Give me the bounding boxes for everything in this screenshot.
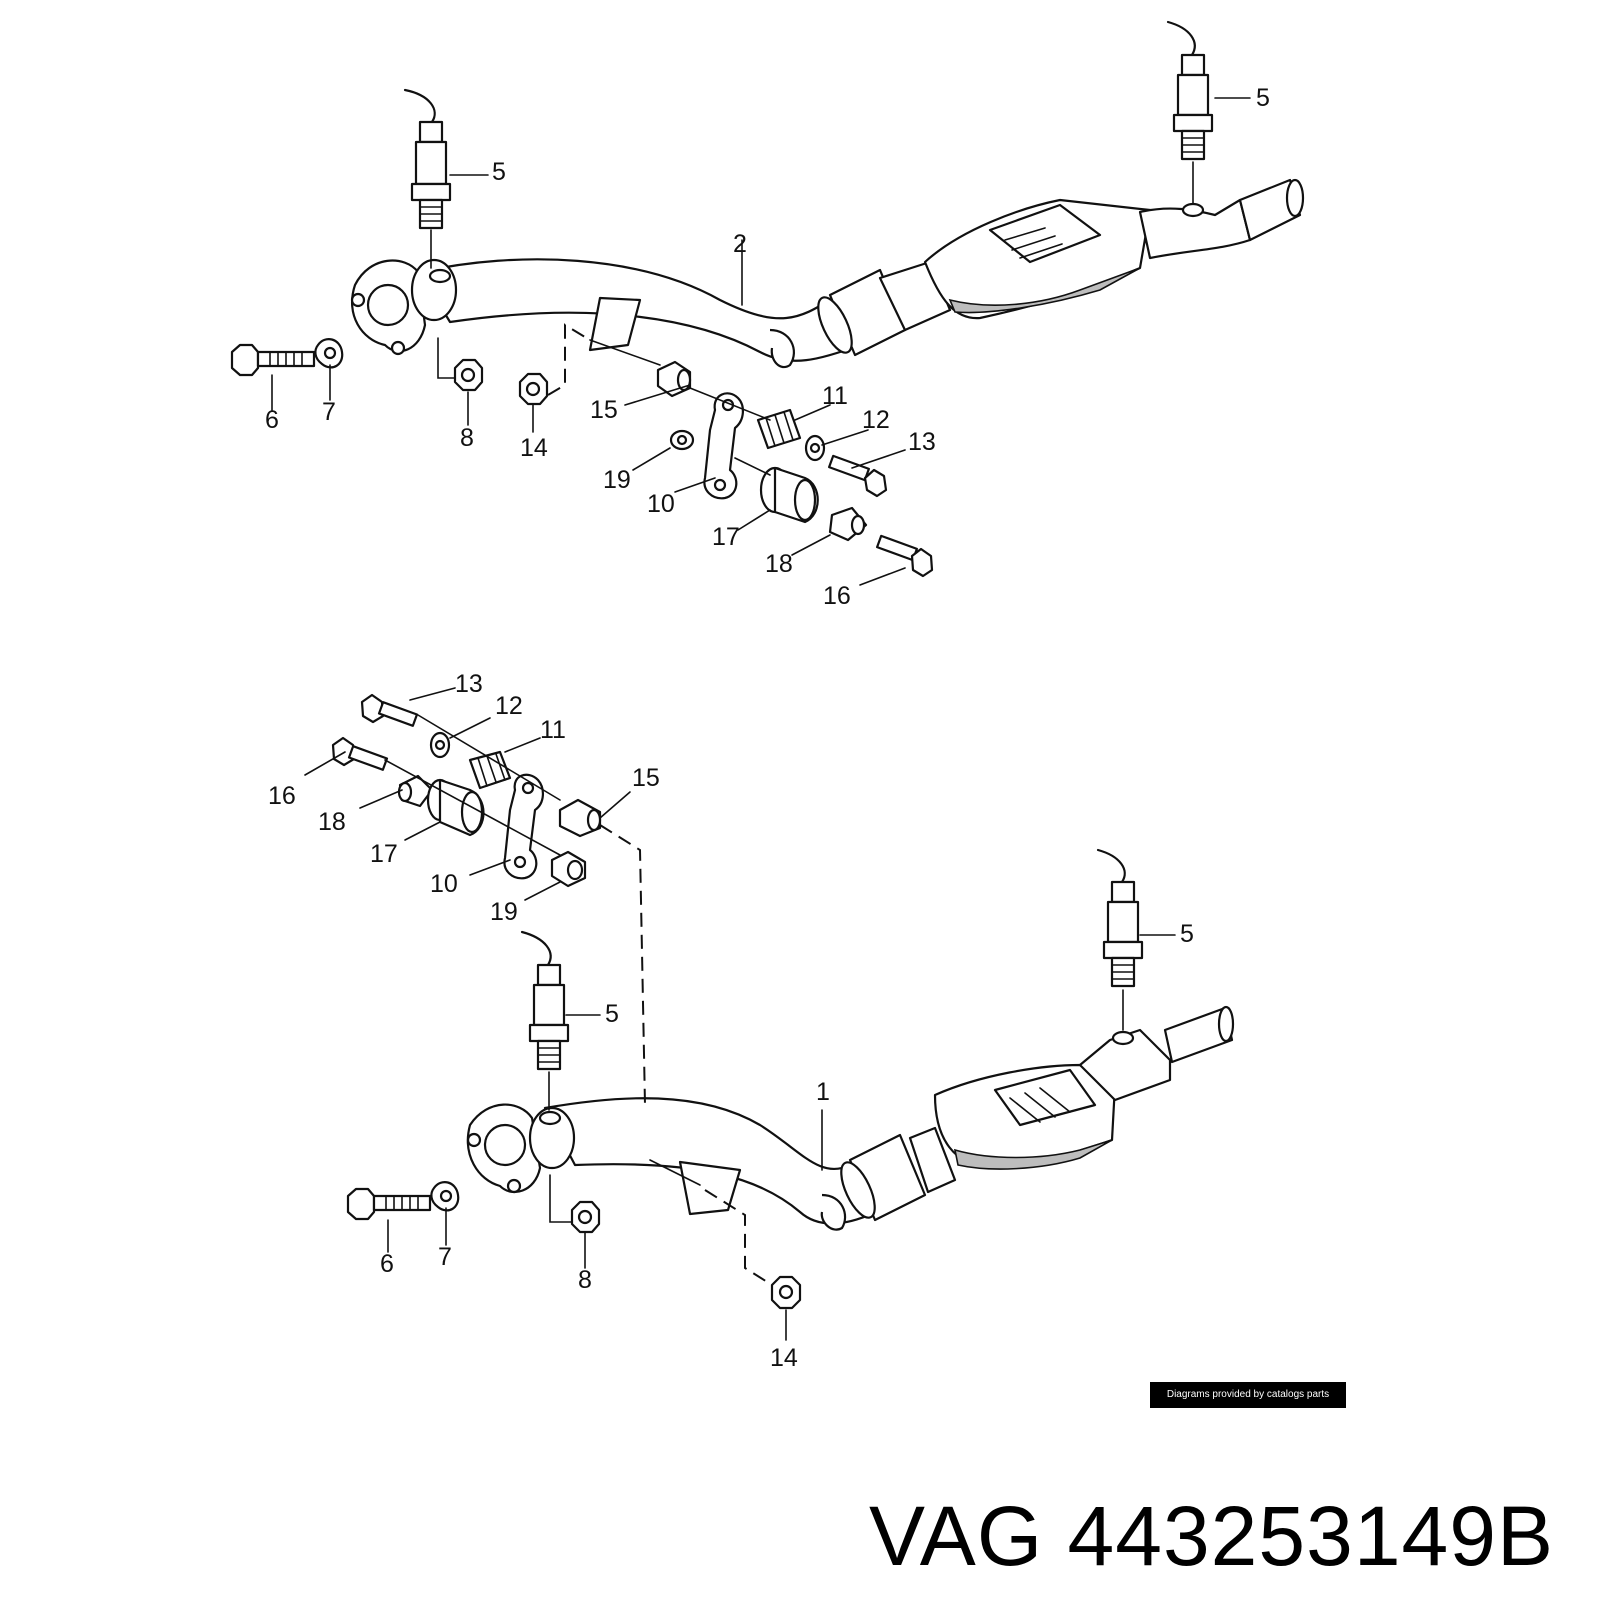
- upper-front-pipe: [418, 258, 862, 369]
- credit-badge: Diagrams provided by catalogs parts: [1150, 1382, 1346, 1408]
- upper-washer-small: [669, 429, 695, 451]
- callout-upper-sleeve: 18: [765, 550, 793, 578]
- callout-lower-nut-flange: 8: [578, 1266, 592, 1294]
- lower-front-pipe: [543, 1097, 882, 1231]
- lower-washer: [429, 731, 451, 759]
- lower-washer-small: [550, 850, 587, 888]
- upper-bolt: [230, 343, 316, 377]
- callout-lower-bolt-mount: 16: [268, 782, 296, 810]
- lower-spring: [468, 750, 512, 790]
- callout-upper-sensor-front: 5: [492, 158, 506, 186]
- upper-nut-flange: [453, 358, 484, 392]
- upper-bolt-mount: [875, 534, 934, 578]
- lower-catalytic-converter: [840, 1005, 1235, 1222]
- callout-upper-gasket: 7: [322, 398, 336, 426]
- callout-lower-pipe: 1: [816, 1078, 830, 1106]
- callout-upper-nut-hanger: 14: [520, 434, 548, 462]
- lower-sensor-rear: [1096, 848, 1144, 1046]
- upper-callouts: 2 5 5 6 7 8 14 15 11 12 13 19 10 17 18 1…: [265, 84, 1270, 610]
- callout-upper-spring: 11: [822, 382, 848, 410]
- callout-upper-rubber-mount: 17: [712, 523, 740, 551]
- callout-upper-bracket: 10: [647, 490, 675, 518]
- callout-upper-bushing: 15: [590, 396, 618, 424]
- lower-bushing: [558, 798, 602, 838]
- lower-bolt-spring: [360, 693, 419, 727]
- upper-sleeve: [828, 506, 868, 542]
- callout-lower-sensor-front: 5: [605, 1000, 619, 1028]
- lower-sleeve: [397, 774, 434, 808]
- callout-upper-bolt-spring: 13: [908, 428, 936, 456]
- lower-nut-flange: [570, 1200, 601, 1234]
- lower-nut-hanger: [770, 1275, 802, 1310]
- part-number-label: 443253149B: [1067, 1489, 1554, 1583]
- upper-spring: [756, 408, 802, 450]
- upper-bolt-spring: [827, 454, 888, 498]
- callout-lower-sensor-rear: 5: [1180, 920, 1194, 948]
- callout-lower-washer: 12: [495, 692, 523, 720]
- callout-upper-pipe: 2: [733, 230, 747, 258]
- lower-assembly: 1 5 5 6 7 8 14 13 12 11 15 16 18 17 10 1…: [268, 670, 1235, 1372]
- part-number-title: VAG 443253149B: [869, 1488, 1554, 1585]
- brand-label: VAG: [869, 1489, 1044, 1583]
- upper-sensor-front: [403, 88, 452, 269]
- upper-assembly: 2 5 5 6 7 8 14 15 11 12 13 19 10 17 18 1…: [230, 20, 1305, 610]
- lower-gasket: [430, 1181, 460, 1212]
- callout-upper-nut-flange: 8: [460, 424, 474, 452]
- callout-upper-bolt: 6: [265, 406, 279, 434]
- lower-callouts: 1 5 5 6 7 8 14 13 12 11 15 16 18 17 10 1…: [268, 670, 1194, 1372]
- callout-lower-bushing: 15: [632, 764, 660, 792]
- callout-lower-washer-small: 19: [490, 898, 518, 926]
- callout-lower-gasket: 7: [438, 1243, 452, 1271]
- upper-sensor-rear: [1166, 20, 1214, 218]
- upper-washer: [804, 434, 826, 462]
- callout-lower-bolt: 6: [380, 1250, 394, 1278]
- lower-flange: [466, 1103, 576, 1194]
- lower-sensor-front: [520, 930, 570, 1111]
- callout-lower-spring: 11: [540, 716, 566, 744]
- callout-upper-bolt-mount: 16: [823, 582, 851, 610]
- lower-leaders: [304, 687, 1176, 1341]
- lower-bolt: [346, 1187, 432, 1221]
- upper-rubber-mount: [759, 466, 819, 524]
- callout-upper-washer-small: 19: [603, 466, 631, 494]
- callout-upper-washer: 12: [862, 406, 890, 434]
- callout-lower-bolt-spring: 13: [455, 670, 483, 698]
- callout-lower-bracket: 10: [430, 870, 458, 898]
- upper-flange: [350, 258, 458, 356]
- upper-gasket: [314, 338, 344, 369]
- upper-leaders: [271, 97, 1251, 586]
- upper-nut-hanger: [518, 372, 549, 406]
- upper-bracket: [703, 392, 744, 500]
- callout-lower-nut-hanger: 14: [770, 1344, 798, 1372]
- callout-lower-rubber-mount: 17: [370, 840, 398, 868]
- callout-lower-sleeve: 18: [318, 808, 346, 836]
- upper-bushing: [656, 360, 692, 398]
- upper-catalytic-converter: [817, 178, 1305, 357]
- callout-upper-sensor-rear: 5: [1256, 84, 1270, 112]
- lower-bracket: [503, 773, 544, 880]
